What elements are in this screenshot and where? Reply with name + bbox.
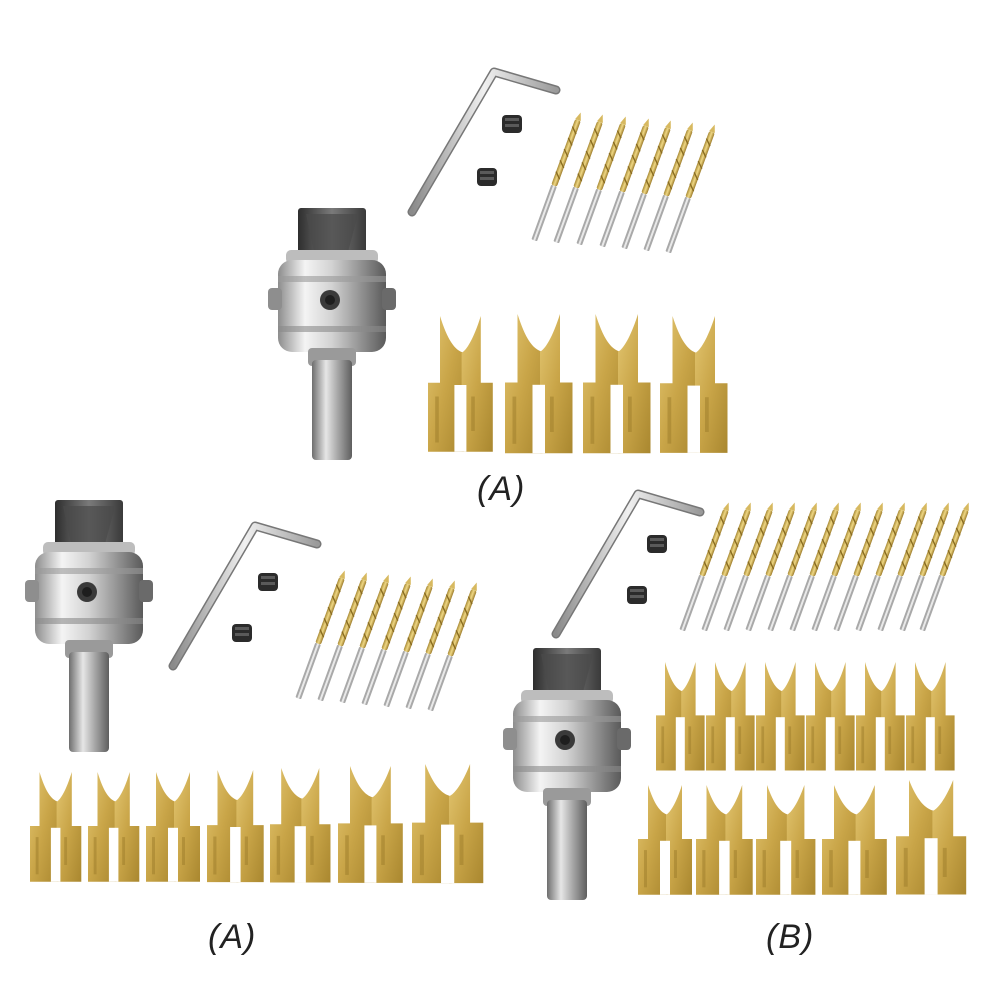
drill-bit-icon xyxy=(552,112,607,245)
drill-bits-a-top xyxy=(530,110,719,255)
cutters-a-top xyxy=(428,314,728,454)
caption-set-a-top: (A) xyxy=(477,470,526,508)
cutter-blade-icon xyxy=(856,662,905,771)
cutter-blade-icon xyxy=(583,314,651,454)
drill-bit-icon xyxy=(854,500,909,633)
cutter-blade-icon xyxy=(696,785,753,895)
drill-bits-a-bottom xyxy=(294,568,481,713)
cutter-blade-icon xyxy=(146,772,200,882)
cutter-blade-icon xyxy=(660,316,728,453)
drill-bit-icon xyxy=(316,570,371,703)
cutters-a-bottom xyxy=(30,764,484,884)
drill-bit-icon xyxy=(620,118,675,251)
set-screw-icon xyxy=(232,624,252,642)
drill-bit-icon xyxy=(294,568,349,701)
set-b xyxy=(503,494,973,900)
drill-bit-icon xyxy=(426,580,481,713)
set-a-bottom xyxy=(25,500,484,884)
hex-key-icon xyxy=(173,526,317,666)
set-screw-icon xyxy=(627,586,647,604)
hex-key-icon xyxy=(556,494,700,634)
drill-bit-icon xyxy=(876,500,931,633)
cutter-blade-icon xyxy=(505,314,573,454)
set-screw-icon xyxy=(647,535,667,553)
cutter-blade-icon xyxy=(656,662,705,771)
cutter-blade-icon xyxy=(706,662,755,771)
drill-bit-icon xyxy=(598,116,653,249)
set-screw-icon xyxy=(502,115,522,133)
drill-bit-icon xyxy=(404,578,459,711)
drill-bit-icon xyxy=(338,572,393,705)
router-bit-icon xyxy=(268,208,396,460)
drill-bit-icon xyxy=(700,500,755,633)
drill-bit-icon xyxy=(678,500,733,633)
drill-bits-b xyxy=(678,500,973,633)
hex-key-icon xyxy=(412,72,556,212)
drill-bit-icon xyxy=(575,114,630,247)
set-a-top xyxy=(268,72,728,460)
drill-bit-icon xyxy=(832,500,887,633)
cutter-blade-icon xyxy=(896,780,967,895)
cutter-blade-icon xyxy=(756,662,805,771)
drill-bit-icon xyxy=(788,500,843,633)
cutter-blade-icon xyxy=(906,662,955,771)
cutter-blade-icon xyxy=(270,768,331,883)
set-screw-icon xyxy=(477,168,497,186)
drill-bit-icon xyxy=(766,500,821,633)
caption-set-b: (B) xyxy=(766,918,815,956)
cutter-blade-icon xyxy=(30,772,82,882)
router-bit-icon xyxy=(503,648,631,900)
cutters-b-row2 xyxy=(638,780,967,895)
drill-bit-icon xyxy=(664,122,719,255)
cutter-blade-icon xyxy=(88,772,140,882)
cutter-blade-icon xyxy=(638,785,692,895)
drill-bit-icon xyxy=(382,576,437,709)
router-bit-icon xyxy=(25,500,153,752)
cutters-b-row1 xyxy=(656,662,955,771)
drill-bit-icon xyxy=(642,120,697,253)
cutter-blade-icon xyxy=(822,785,887,895)
cutter-blade-icon xyxy=(756,785,816,895)
drill-bit-icon xyxy=(360,574,415,707)
cutter-blade-icon xyxy=(412,764,484,884)
cutter-blade-icon xyxy=(207,770,264,883)
drill-bit-icon xyxy=(810,500,865,633)
drill-bit-icon xyxy=(744,500,799,633)
cutter-blade-icon xyxy=(806,662,855,771)
drill-bit-icon xyxy=(530,110,585,243)
caption-set-a-bottom: (A) xyxy=(208,918,257,956)
cutter-blade-icon xyxy=(338,766,403,883)
set-screw-icon xyxy=(258,573,278,591)
cutter-blade-icon xyxy=(428,316,493,452)
drill-bit-icon xyxy=(722,500,777,633)
